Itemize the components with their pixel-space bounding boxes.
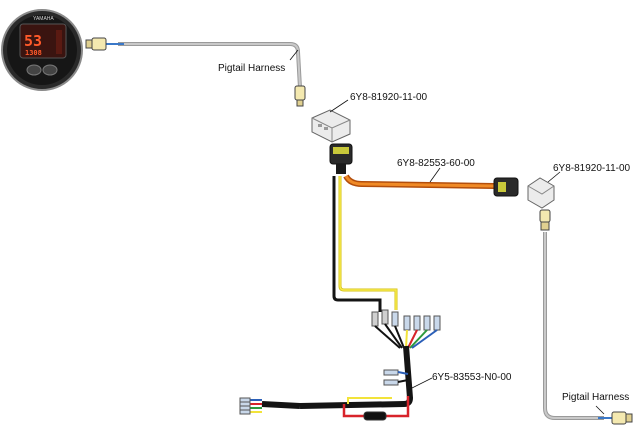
gauge-button-right: [42, 64, 58, 76]
extension-cable-part-2: [343, 174, 519, 197]
label-pigtail-harness-top: Pigtail Harness: [218, 63, 286, 74]
pigtail-top-plug: [294, 85, 306, 101]
terminal-fanout: [371, 309, 441, 331]
pigtail-harness-bottom: [543, 232, 633, 425]
pigtail-bottom-plug: [611, 411, 627, 425]
label-part-1: 6Y8-81920-11-00: [350, 92, 428, 103]
leader-lines: [289, 49, 605, 415]
connector-part-1: [311, 109, 351, 143]
gauge-button-left: [26, 64, 42, 76]
label-part-3: 6Y8-81920-11-00: [553, 163, 631, 174]
label-part-2: 6Y8-82553-60-00: [397, 158, 475, 169]
gauge-display: [19, 23, 67, 59]
multifunction-gauge: YAMAHA 53 1308: [1, 9, 83, 91]
inline-fuse-holder: [363, 411, 387, 421]
pigtail-harness-top: [85, 37, 306, 107]
gauge-top-digits: 53: [24, 32, 42, 50]
gauge-plug: [91, 37, 107, 51]
connector-part-3: [527, 177, 555, 231]
gauge-bottom-digits: 1308: [25, 49, 42, 57]
main-junction-connector: [329, 143, 353, 174]
label-pigtail-harness-bottom: Pigtail Harness: [562, 392, 630, 403]
label-part-4: 6Y5-83553-N0-00: [432, 372, 512, 383]
gauge-brand: YAMAHA: [33, 16, 54, 22]
main-harness-part-4: [239, 176, 441, 421]
